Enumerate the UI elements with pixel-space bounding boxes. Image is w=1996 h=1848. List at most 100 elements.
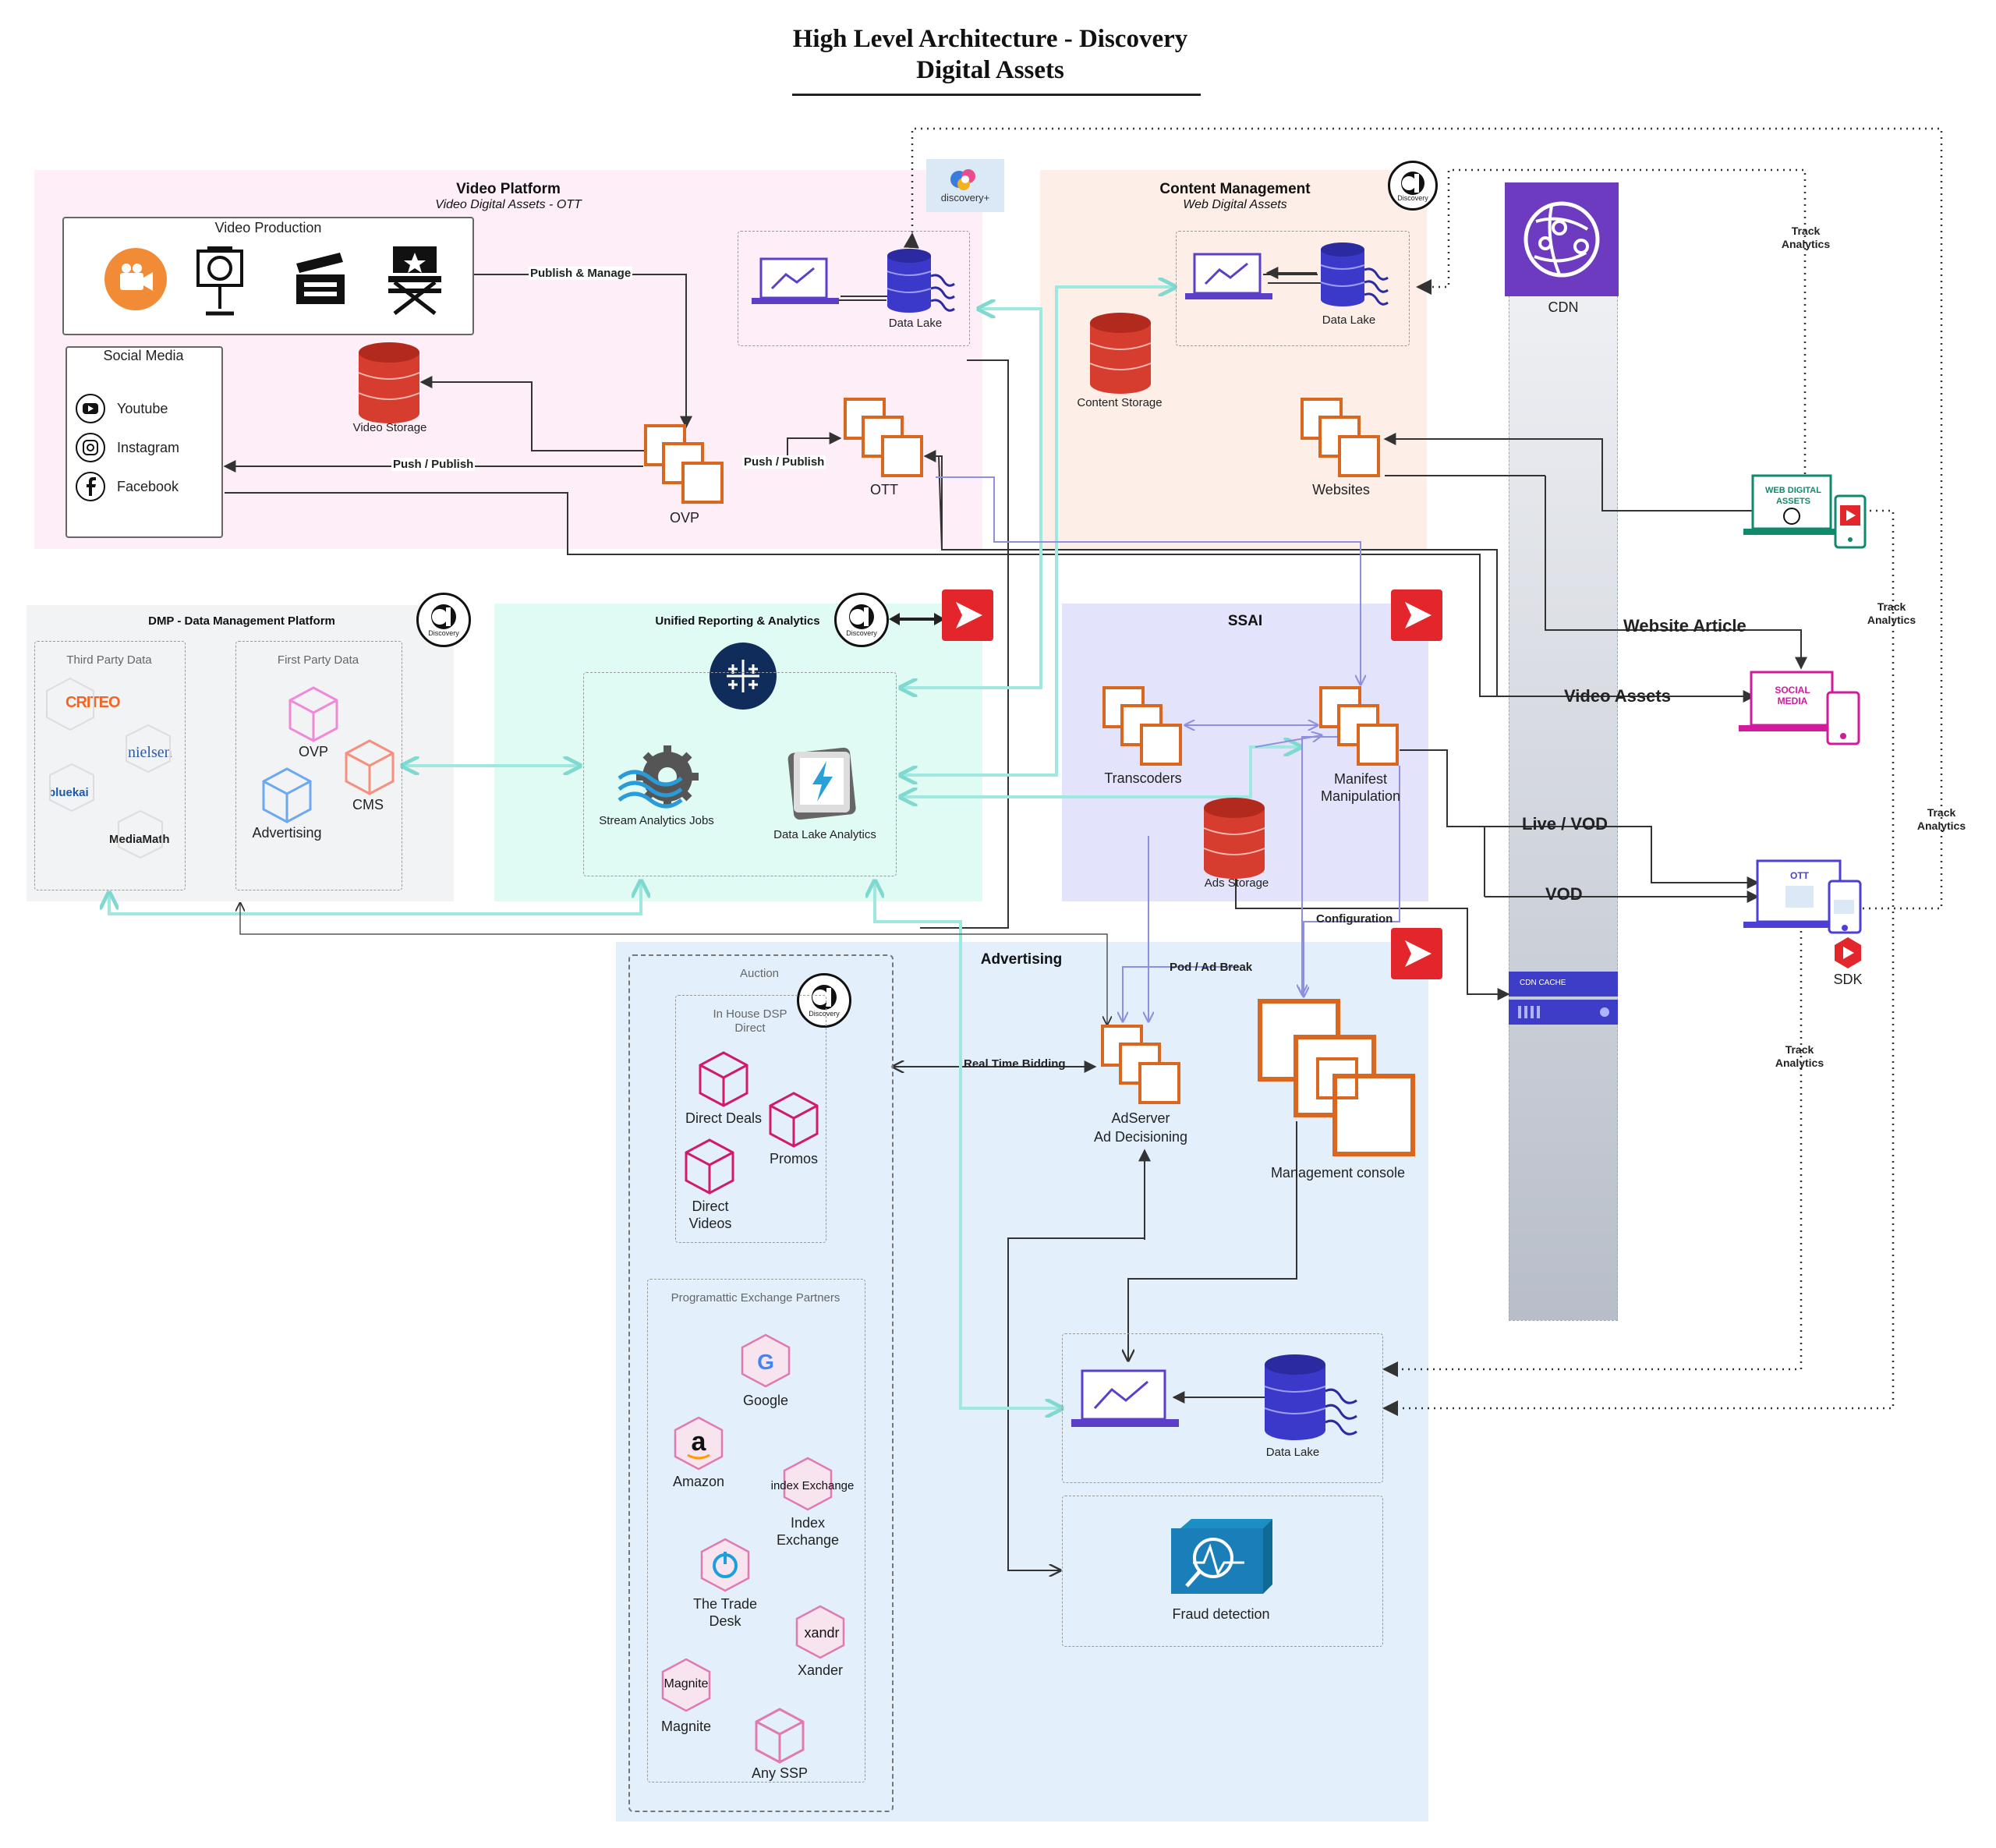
unified-reporting-title: Unified Reporting & Analytics <box>655 614 820 628</box>
cdn-icon-tile <box>1505 182 1619 296</box>
ovp-cube-icon <box>288 686 338 742</box>
director-chair-icon <box>388 246 441 315</box>
amazon-icon[interactable]: a <box>674 1416 724 1471</box>
facebook-icon[interactable] <box>75 471 106 502</box>
discovery-globe-icon-unified <box>849 604 874 629</box>
adv-data-lake-db-icon <box>1264 1354 1357 1440</box>
tableau-plus-icon <box>727 660 759 692</box>
web-digital-assets-device[interactable]: WEB DIGITAL ASSETS <box>1743 473 1868 551</box>
social-media-device-label: SOCIAL MEDIA <box>1775 685 1810 706</box>
ott-device[interactable]: OTT <box>1739 859 1871 937</box>
google-label: Google <box>742 1393 789 1408</box>
direct-videos-cube-icon[interactable] <box>685 1138 734 1195</box>
mediamath-logo: MediaMath <box>109 833 170 846</box>
magnite-logo-glyph: Magnite <box>664 1677 709 1690</box>
adv-data-lake-group <box>1062 1333 1383 1483</box>
google-icon[interactable]: G <box>741 1333 791 1388</box>
video-platform-subtitle: Video Digital Assets - OTT <box>435 198 582 211</box>
management-console-icon[interactable] <box>1257 998 1421 1162</box>
ott-icon[interactable] <box>844 398 925 479</box>
advertising-cube-icon <box>262 767 312 823</box>
third-party-faint-cubes <box>46 677 171 859</box>
discovery-wordmark-unified: Discovery <box>846 629 877 637</box>
data-lake-analytics-label: Data Lake Analytics <box>773 828 876 841</box>
ovp-icon[interactable] <box>644 424 725 505</box>
index-exchange-logo-glyph: index Exchange <box>771 1479 855 1492</box>
content-management-title: Content Management <box>1159 181 1311 197</box>
content-storage-db-icon <box>1089 313 1152 394</box>
social-media-box <box>65 346 223 538</box>
diagram-title: High Level Architecture - Discovery Digi… <box>702 23 1279 86</box>
edge-label-track-analytics-1: Track Analytics <box>1781 225 1831 250</box>
magnite-icon[interactable]: Magnite <box>661 1658 711 1712</box>
direct-deals-cube-icon[interactable] <box>699 1051 748 1107</box>
play-arrow-icon-ssai <box>1405 602 1432 628</box>
edge-label-vod: VOD <box>1545 884 1583 904</box>
edge-label-push-publish-2: Push / Publish <box>742 455 826 469</box>
sdk-label: SDK <box>1833 972 1863 987</box>
programmatic-partners-group <box>647 1279 865 1783</box>
social-item-instagram[interactable]: Instagram <box>117 440 180 455</box>
social-item-facebook[interactable]: Facebook <box>117 479 179 494</box>
edge-label-track-analytics-3: Track Analytics <box>1916 806 1966 832</box>
cm-data-lake-group <box>1176 231 1410 346</box>
magnite-label: Magnite <box>660 1719 712 1734</box>
clapperboard-icon <box>296 253 345 304</box>
adserver-icon[interactable] <box>1101 1025 1182 1106</box>
stream-analytics-gear-icon <box>618 745 699 809</box>
vp-analytics-laptop-icon <box>752 257 839 304</box>
cdn-network-icon <box>1524 201 1600 278</box>
in-house-dsp-title: In House DSP Direct <box>713 1007 787 1035</box>
xander-logo-glyph: xandr <box>804 1625 839 1641</box>
management-console-label: Management console <box>1270 1165 1406 1181</box>
index-exchange-icon[interactable]: index Exchange <box>771 1457 854 1511</box>
discovery-plus-wordmark: discovery+ <box>940 192 990 204</box>
cdn-cache-drive <box>1509 1000 1618 1025</box>
cm-analytics-laptop-icon <box>1185 253 1272 299</box>
discovery-logo-unified: Discovery <box>834 593 889 647</box>
edge-label-configuration: Configuration <box>1316 912 1393 926</box>
fraud-detection-group <box>1062 1496 1383 1647</box>
any-ssp-cube-icon[interactable] <box>755 1708 805 1764</box>
dmp-title: DMP - Data Management Platform <box>148 614 335 628</box>
discovery-globe-icon-dmp <box>431 604 456 629</box>
first-party-data-group <box>235 641 402 890</box>
the-trade-desk-icon[interactable] <box>700 1538 750 1592</box>
direct-deals-label: Direct Deals <box>685 1110 763 1126</box>
websites-icon[interactable] <box>1301 398 1382 479</box>
discovery-wordmark-dmp: Discovery <box>428 629 459 637</box>
amazon-logo-glyph: a <box>692 1427 707 1457</box>
youtube-icon[interactable] <box>75 393 106 424</box>
video-storage-db-icon <box>358 342 420 423</box>
web-assets-laptop-icon <box>1743 474 1867 549</box>
transcoders-label: Transcoders <box>1104 770 1182 786</box>
social-item-youtube[interactable]: Youtube <box>117 401 168 416</box>
diagram-title-line2: Digital Assets <box>916 56 1064 84</box>
diagram-title-line1: High Level Architecture - Discovery <box>792 25 1188 53</box>
cms-cube-icon <box>345 739 395 795</box>
studio-light-icon <box>196 246 243 316</box>
websites-label: Websites <box>1312 482 1370 497</box>
play-logo-ssai <box>1391 589 1442 641</box>
drive-slots-icon <box>1518 1006 1609 1018</box>
analytics-group <box>583 672 897 876</box>
discovery-wordmark-cm: Discovery <box>1397 194 1428 202</box>
transcoders-icon[interactable] <box>1102 686 1184 767</box>
stream-analytics-label: Stream Analytics Jobs <box>599 814 714 827</box>
first-party-cms-label: CMS <box>352 797 384 812</box>
video-camera-icon <box>104 248 167 310</box>
promos-cube-icon[interactable] <box>769 1092 819 1148</box>
bidirectional-arrow-icon <box>889 613 945 625</box>
edge-label-real-time-bidding: Real Time Bidding <box>964 1057 1066 1071</box>
edge-label-pod-ad-break: Pod / Ad Break <box>1170 961 1253 974</box>
xander-label: Xander <box>797 1662 844 1678</box>
xander-icon[interactable]: xandr <box>795 1605 845 1659</box>
vp-data-lake-group <box>738 231 970 346</box>
social-media-device[interactable]: SOCIAL MEDIA <box>1739 669 1871 747</box>
ads-storage-db-icon <box>1203 798 1265 879</box>
ads-storage-label: Ads Storage <box>1204 876 1269 890</box>
instagram-icon[interactable] <box>75 432 106 463</box>
third-party-data-title: Third Party Data <box>66 653 152 667</box>
manifest-manipulation-icon[interactable] <box>1319 686 1400 767</box>
third-party-data-group <box>34 641 186 890</box>
